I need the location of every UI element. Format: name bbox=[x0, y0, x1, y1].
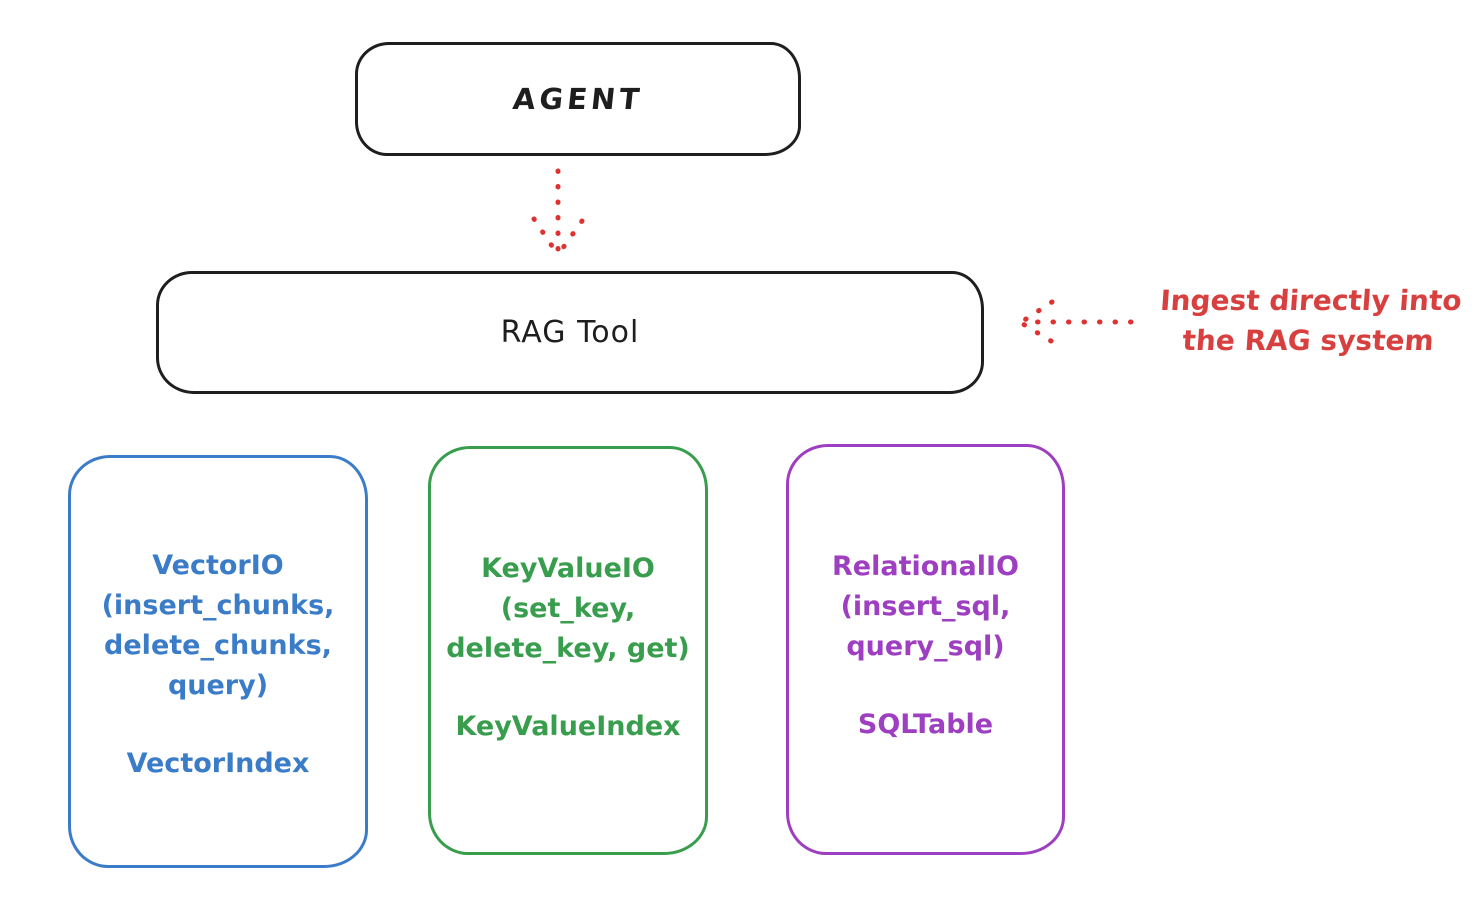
relational-io-lines: RelationalIO (insert_sql, query_sql) bbox=[832, 547, 1019, 667]
keyvalue-io-lines: KeyValueIO (set_key, delete_key, get) bbox=[446, 549, 690, 669]
vector-io-line: VectorIO bbox=[152, 550, 284, 581]
keyvalue-io-line: delete_key, get) bbox=[446, 633, 690, 664]
ingest-annotation: Ingest directly into the RAG system bbox=[1132, 281, 1484, 361]
vector-io-box: VectorIO (insert_chunks, delete_chunks, … bbox=[68, 455, 368, 868]
relational-io-line: (insert_sql, bbox=[840, 591, 1011, 622]
agent-box: AGENT bbox=[355, 42, 801, 156]
relational-io-line: query_sql) bbox=[846, 631, 1005, 662]
rag-tool-box-label: RAG Tool bbox=[500, 315, 640, 350]
vector-io-line: delete_chunks, bbox=[104, 630, 332, 661]
agent-box-label: AGENT bbox=[511, 82, 645, 116]
vector-index-label: VectorIndex bbox=[126, 748, 310, 779]
sqltable-label: SQLTable bbox=[857, 709, 994, 740]
relational-io-line: RelationalIO bbox=[832, 551, 1019, 582]
relational-io-box: RelationalIO (insert_sql, query_sql) SQL… bbox=[786, 444, 1065, 855]
keyvalue-io-box: KeyValueIO (set_key, delete_key, get) Ke… bbox=[428, 446, 708, 855]
rag-tool-box: RAG Tool bbox=[156, 271, 984, 394]
vector-io-lines: VectorIO (insert_chunks, delete_chunks, … bbox=[102, 546, 335, 706]
ingest-annotation-line2: the RAG system bbox=[1181, 324, 1435, 357]
agent-to-rag-arrow bbox=[531, 168, 585, 255]
ingest-annotation-line1: Ingest directly into bbox=[1159, 284, 1463, 317]
keyvalue-io-line: KeyValueIO bbox=[481, 553, 655, 584]
vector-io-line: (insert_chunks, bbox=[101, 590, 335, 621]
vector-io-line: query) bbox=[167, 670, 269, 701]
annotation-to-rag-arrow bbox=[1020, 299, 1134, 344]
keyvalue-io-line: (set_key, bbox=[500, 593, 636, 624]
keyvalue-index-label: KeyValueIndex bbox=[455, 711, 681, 742]
